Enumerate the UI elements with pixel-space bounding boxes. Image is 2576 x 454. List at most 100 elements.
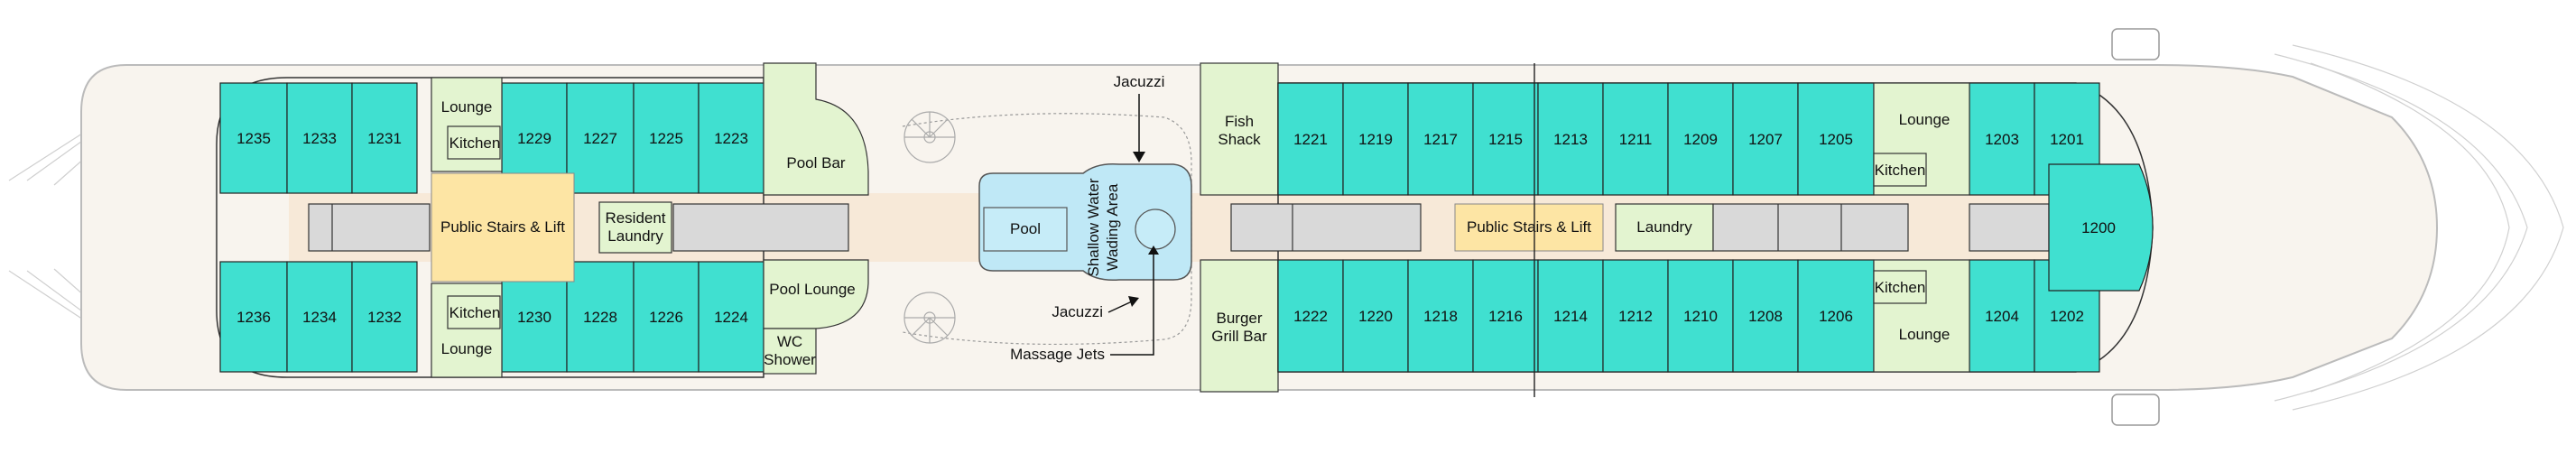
cabin-1210	[1667, 259, 1734, 373]
cabin-1229-label: 1229	[517, 130, 551, 147]
wc-shower-label-1: WC	[777, 333, 802, 350]
cabin-1234-label: 1234	[302, 309, 337, 326]
cabin-1234	[286, 261, 353, 373]
jacuzzi-top-label: Jacuzzi	[1114, 73, 1165, 90]
cabin-1206	[1797, 259, 1875, 373]
cabin-1225	[633, 82, 700, 194]
wading-label-1: Shallow Water	[1085, 178, 1102, 276]
cabin-1207	[1732, 82, 1799, 196]
cabin-1209-label: 1209	[1683, 131, 1718, 148]
lounge-aft-top-label: Lounge	[441, 98, 493, 116]
lounge-fwd-top-label: Lounge	[1899, 111, 1951, 128]
cabin-1233	[286, 82, 353, 194]
cabin-1215-label: 1215	[1488, 131, 1523, 148]
pool-bar	[763, 62, 869, 196]
kitchen-fwd-bottom	[1873, 270, 1927, 304]
jacuzzi-bottom-label: Jacuzzi	[1052, 303, 1103, 320]
cabin-1207-label: 1207	[1748, 131, 1783, 148]
cabin-1201-label: 1201	[2050, 131, 2084, 148]
pool-lounge-label: Pool Lounge	[769, 281, 855, 298]
kitchen-aft-bottom-label: Kitchen	[449, 304, 501, 321]
cabin-1216	[1472, 259, 1539, 373]
cabin-1206-label: 1206	[1819, 308, 1853, 325]
cabin-1236-label: 1236	[236, 309, 271, 326]
fwd-corridor-storage-1	[1230, 203, 1422, 252]
cabin-1222-label: 1222	[1293, 308, 1328, 325]
burger-label-1: Burger	[1216, 310, 1262, 327]
wc-shower	[763, 328, 817, 375]
cabin-1230-label: 1230	[517, 309, 551, 326]
cabin-1231-label: 1231	[367, 130, 402, 147]
fish-shack-label-2: Shack	[1218, 131, 1261, 148]
cabin-1223-label: 1223	[714, 130, 748, 147]
cabin-1222	[1277, 259, 1344, 373]
kitchen-fwd-bottom-label: Kitchen	[1875, 279, 1926, 296]
fwd-corridor-storage-2	[1712, 203, 1909, 252]
cabin-1217	[1407, 82, 1474, 196]
cabin-1226-label: 1226	[649, 309, 683, 326]
cabin-1220-label: 1220	[1358, 308, 1393, 325]
cabin-1200	[2048, 163, 2154, 292]
lounge-aft-bottom-label: Lounge	[441, 340, 493, 357]
cabin-1212-label: 1212	[1618, 308, 1653, 325]
laundry-fwd	[1615, 203, 1714, 252]
cabin-1205-label: 1205	[1819, 131, 1853, 148]
cabin-1226	[633, 261, 700, 373]
pool-label: Pool	[1010, 220, 1041, 237]
massage-jets-label: Massage Jets	[1010, 346, 1105, 363]
laundry-fwd-label: Laundry	[1636, 218, 1692, 236]
pool-bar-label: Pool Bar	[786, 154, 846, 171]
stairs-fwd-label: Public Stairs & Lift	[1467, 218, 1591, 236]
cabin-1213-label: 1213	[1553, 131, 1588, 148]
cabin-1208-label: 1208	[1748, 308, 1783, 325]
cabin-1215	[1472, 82, 1539, 196]
stairs-fwd	[1454, 203, 1604, 252]
kitchen-fwd-top	[1873, 153, 1927, 187]
cabin-1202-label: 1202	[2050, 308, 2084, 325]
cabin-1236	[219, 261, 288, 373]
wading-label-2: Wading Area	[1104, 183, 1121, 271]
cabin-1211-label: 1211	[1619, 131, 1653, 148]
cabin-1214	[1537, 259, 1604, 373]
cabin-1224-label: 1224	[714, 309, 748, 326]
pool-inner	[983, 207, 1068, 252]
cabin-1227-label: 1227	[583, 130, 617, 147]
cabin-1213	[1537, 82, 1604, 196]
cabin-1228	[566, 261, 635, 373]
resident-laundry-label-2: Laundry	[607, 227, 663, 245]
cabin-1221	[1277, 82, 1344, 196]
bow-lines	[2274, 44, 2564, 411]
stairs-aft	[431, 172, 575, 283]
cabin-1211	[1602, 82, 1669, 196]
cabin-1210-label: 1210	[1683, 308, 1718, 325]
aft-corridor-storage	[308, 203, 431, 252]
fish-shack	[1200, 62, 1279, 196]
cabin-1220	[1342, 259, 1409, 373]
cabin-1203	[1969, 82, 2035, 196]
stairs-aft-label: Public Stairs & Lift	[440, 218, 565, 236]
cabin-1203-label: 1203	[1985, 131, 2019, 148]
cabin-1232	[351, 261, 418, 373]
cabin-1204-label: 1204	[1985, 308, 2019, 325]
cabin-1233-label: 1233	[302, 130, 337, 147]
cabin-1217-label: 1217	[1423, 131, 1458, 148]
lounge-fwd-bottom-label: Lounge	[1899, 326, 1951, 343]
cabin-1205	[1797, 82, 1875, 196]
wc-shower-label-2: Shower	[764, 351, 816, 368]
kitchen-fwd-top-label: Kitchen	[1875, 162, 1926, 179]
cabin-1218-label: 1218	[1423, 308, 1458, 325]
cabin-1214-label: 1214	[1553, 308, 1588, 325]
cabin-1228-label: 1228	[583, 309, 617, 326]
cabin-1219-label: 1219	[1358, 131, 1393, 148]
fish-shack-label-1: Fish	[1225, 113, 1254, 130]
cabin-1224	[698, 261, 764, 373]
cabin-1200-label: 1200	[2081, 219, 2116, 236]
cabin-1223	[698, 82, 764, 194]
burger-label-2: Grill Bar	[1211, 328, 1267, 345]
cabin-1235	[219, 82, 288, 194]
